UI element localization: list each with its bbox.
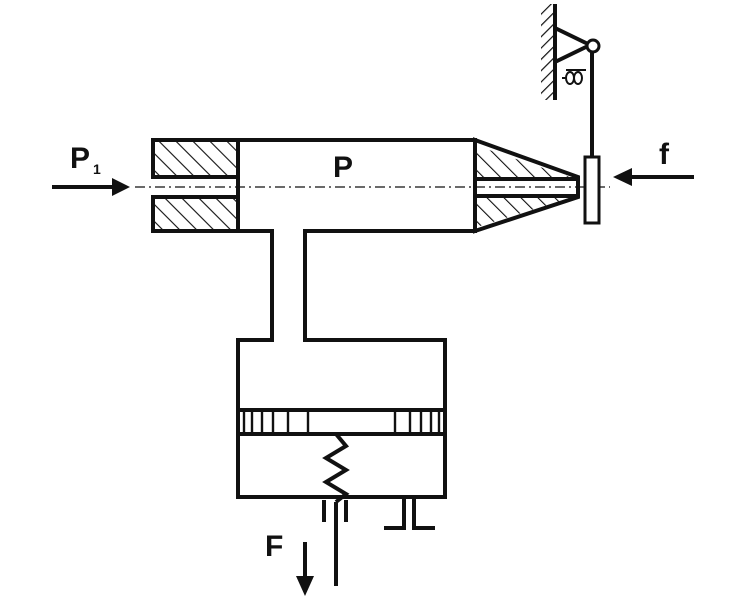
bottom-port bbox=[384, 497, 435, 530]
label-p1: P bbox=[70, 142, 90, 175]
label-f-big: F bbox=[265, 530, 283, 563]
label-p-chamber: P bbox=[333, 151, 353, 184]
force-arrow-f bbox=[613, 168, 694, 186]
main-chamber bbox=[236, 138, 477, 499]
pivot-support bbox=[541, 4, 601, 100]
pivot-icon bbox=[585, 38, 601, 54]
left-throttle bbox=[151, 138, 240, 233]
flapper bbox=[583, 155, 601, 225]
label-f-small: f bbox=[659, 138, 670, 171]
spring bbox=[322, 432, 350, 504]
input-arrow-p1 bbox=[52, 178, 130, 196]
piston bbox=[238, 408, 445, 436]
nozzle bbox=[473, 137, 580, 234]
output-arrow-f bbox=[296, 542, 314, 596]
label-p1-subscript: 1 bbox=[93, 161, 101, 177]
piston-stem bbox=[322, 500, 348, 586]
